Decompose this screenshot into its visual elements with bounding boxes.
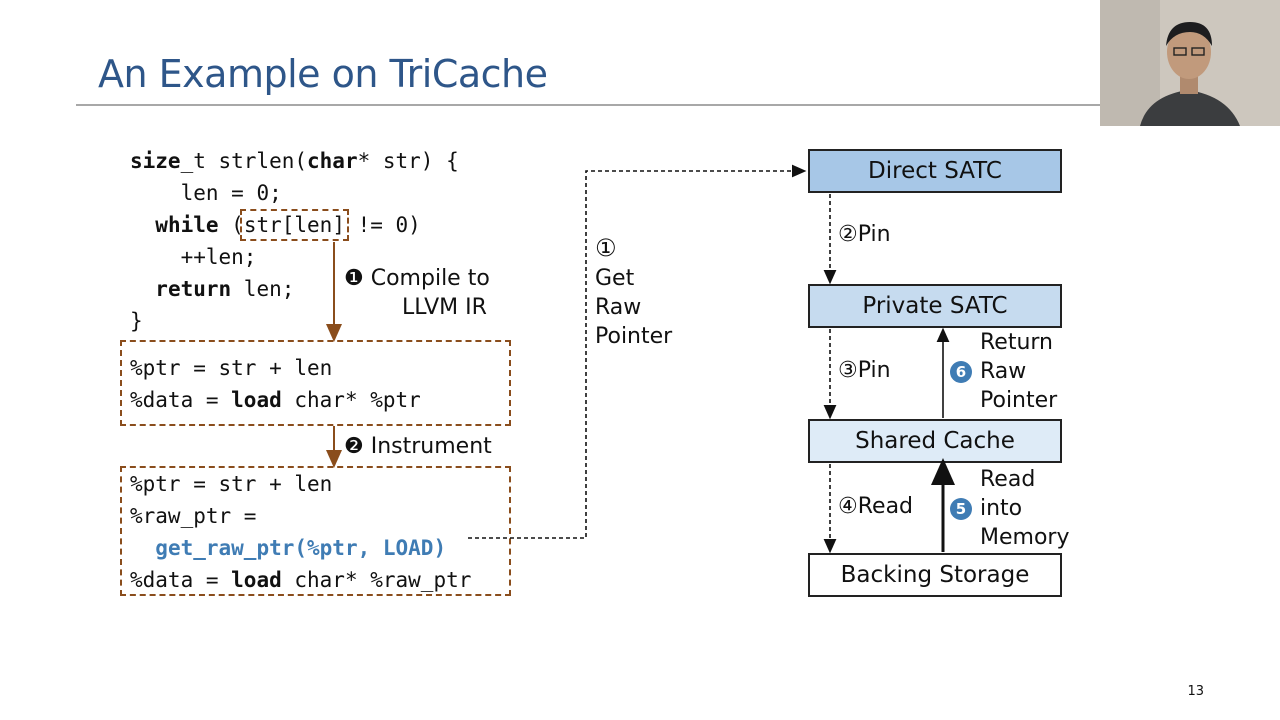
get-raw-pointer-arrow	[468, 164, 807, 539]
step-6-marker: 6	[950, 361, 972, 383]
step-instrument-label: ❷ Instrument	[344, 434, 492, 459]
llvm-ir-code: %ptr = str + len %data = load char* %ptr	[130, 356, 421, 412]
step-5-marker: 5	[950, 498, 972, 520]
page-number: 13	[1187, 684, 1204, 699]
get-raw-pointer-label: ① Get Raw Pointer	[595, 234, 673, 349]
direct-satc-box: Direct SATC	[808, 149, 1062, 193]
step-2-marker: ❷	[344, 434, 364, 459]
backing-storage-box: Backing Storage	[808, 553, 1062, 597]
llvm-ir-box	[120, 340, 511, 426]
step-circled-1: ①	[595, 234, 617, 262]
step-1-marker: ❶	[344, 266, 364, 291]
title-divider	[76, 104, 1100, 106]
step-compile-label: ❶ Compile to LLVM IR	[344, 266, 490, 320]
private-satc-box: Private SATC	[808, 284, 1062, 328]
pin-3-label: ③Pin	[838, 358, 891, 383]
read-4-label: ④Read	[838, 494, 914, 519]
slide-title: An Example on TriCache	[98, 52, 548, 96]
highlighted-expression: str[len]	[239, 209, 349, 241]
instrumented-ir-box	[120, 466, 511, 596]
source-code: size_t strlen(char* str) { len = 0; whil…	[130, 149, 459, 333]
presenter-webcam	[1100, 0, 1280, 126]
pin-2-label: ②Pin	[838, 222, 891, 247]
instrumented-ir-code: %ptr = str + len %raw_ptr = get_raw_ptr(…	[130, 472, 472, 592]
